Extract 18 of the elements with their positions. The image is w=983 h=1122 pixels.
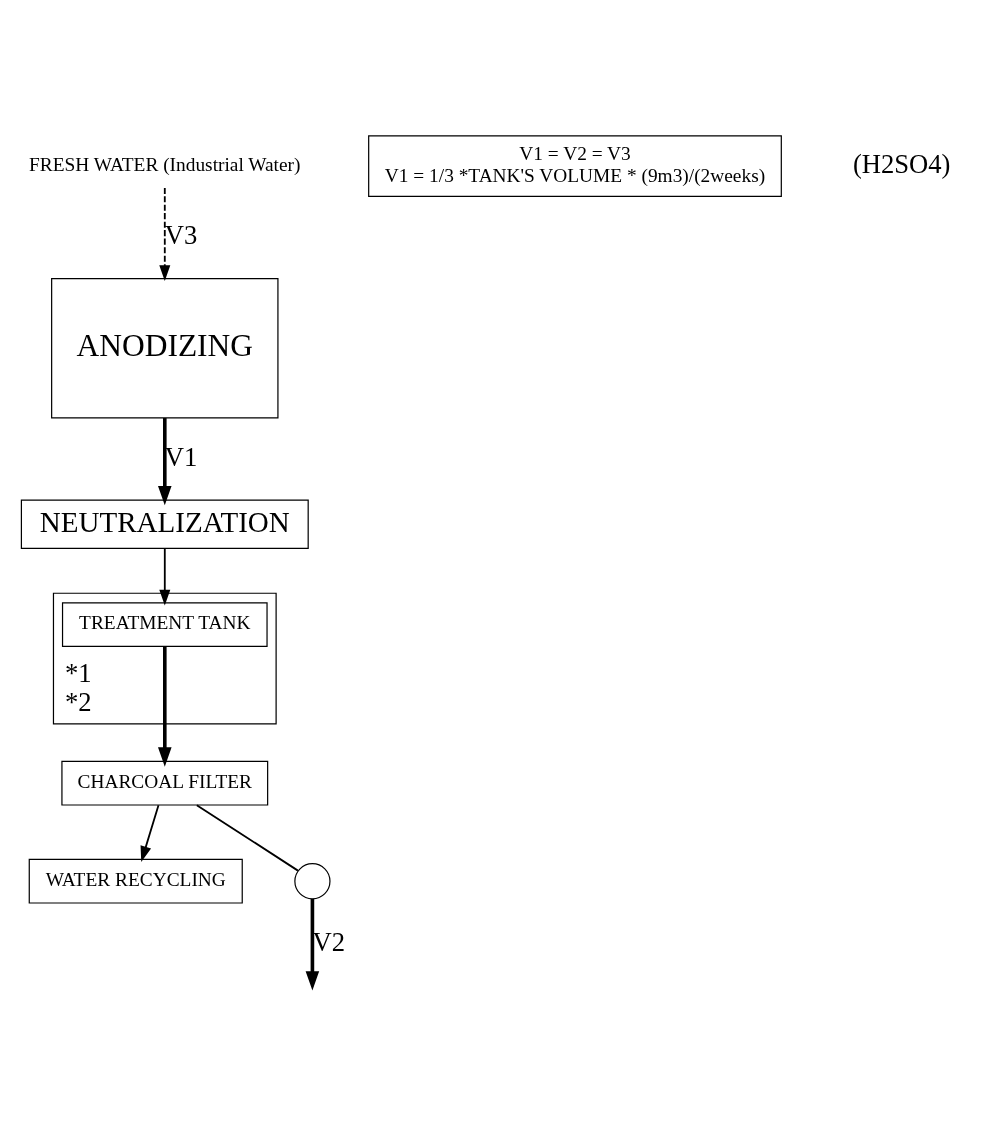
edge-label: V3: [164, 220, 198, 251]
node-box: TREATMENT TANK: [61, 602, 268, 648]
connector: [195, 804, 299, 872]
edge-label: V2: [312, 926, 346, 957]
arrow: [158, 418, 172, 506]
node-box: NEUTRALIZATION: [20, 499, 309, 550]
node-box: CHARCOAL FILTER: [61, 760, 269, 806]
arrow: [159, 187, 171, 282]
arrow: [305, 898, 320, 991]
node-text: FRESH WATER (Industrial Water): [29, 153, 301, 175]
node-circle: [294, 863, 331, 900]
node-box: V1 = V2 = V3 V1 = 1/3 *TANK'S VOLUME * (9m3)/(2weeks): [368, 135, 782, 197]
arrow: [140, 804, 160, 862]
node-box: WATER RECYCLING: [28, 858, 243, 904]
arrow: [159, 547, 171, 606]
label: (H2SO4): [852, 148, 951, 179]
arrow: [158, 646, 172, 767]
node-box: ANODIZING: [51, 278, 279, 419]
